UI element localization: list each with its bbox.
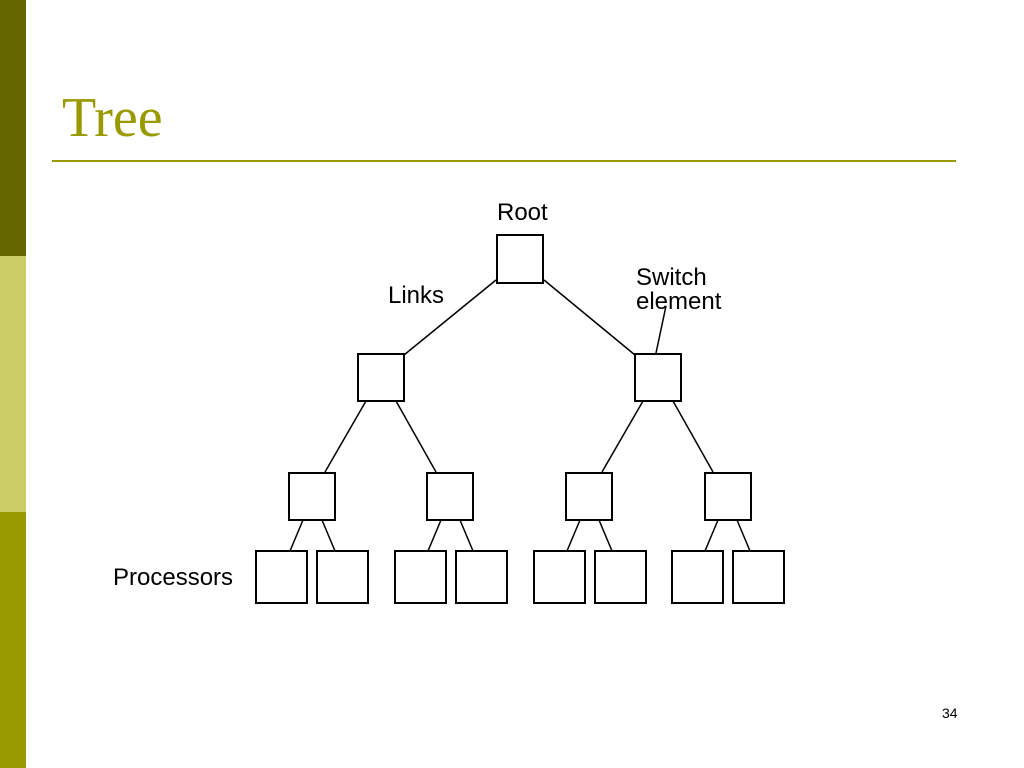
link: [395, 400, 437, 473]
processors-label: Processors: [113, 564, 233, 591]
root-label: Root: [497, 199, 548, 226]
switch-node: [357, 353, 405, 402]
link: [736, 519, 751, 552]
title-divider: [52, 160, 956, 162]
processor-node: [533, 550, 586, 604]
processor-node: [594, 550, 647, 604]
link: [324, 400, 367, 473]
processor-node: [255, 550, 308, 604]
link: [289, 519, 304, 552]
root-switch-node: [496, 234, 544, 284]
switch-node: [565, 472, 613, 521]
switch-element-label-line2: element: [636, 288, 722, 315]
processor-node: [316, 550, 369, 604]
link: [543, 279, 636, 356]
links-label: Links: [388, 282, 444, 309]
switch-node: [288, 472, 336, 521]
slide-title: Tree: [62, 87, 163, 149]
link: [601, 400, 644, 473]
processor-node: [394, 550, 447, 604]
link: [403, 279, 497, 356]
sidebar-band-bottom: [0, 512, 26, 768]
switch-node: [634, 353, 682, 402]
link: [672, 400, 714, 473]
link: [598, 519, 613, 552]
link: [704, 519, 719, 552]
page-number: 34: [942, 705, 958, 721]
switch-node: [426, 472, 474, 521]
link: [427, 519, 442, 552]
link: [459, 519, 474, 552]
switch-element-pointer: [655, 305, 667, 354]
sidebar-band-top: [0, 0, 26, 256]
tree-nodes: [255, 234, 785, 604]
tree-links: [289, 279, 751, 552]
link: [321, 519, 336, 552]
processor-node: [455, 550, 508, 604]
switch-element-label-line1: Switch: [636, 264, 707, 291]
link: [566, 519, 581, 552]
processor-node: [671, 550, 724, 604]
sidebar-band-middle: [0, 256, 26, 512]
switch-node: [704, 472, 752, 521]
sidebar: [0, 0, 26, 768]
processor-node: [732, 550, 785, 604]
